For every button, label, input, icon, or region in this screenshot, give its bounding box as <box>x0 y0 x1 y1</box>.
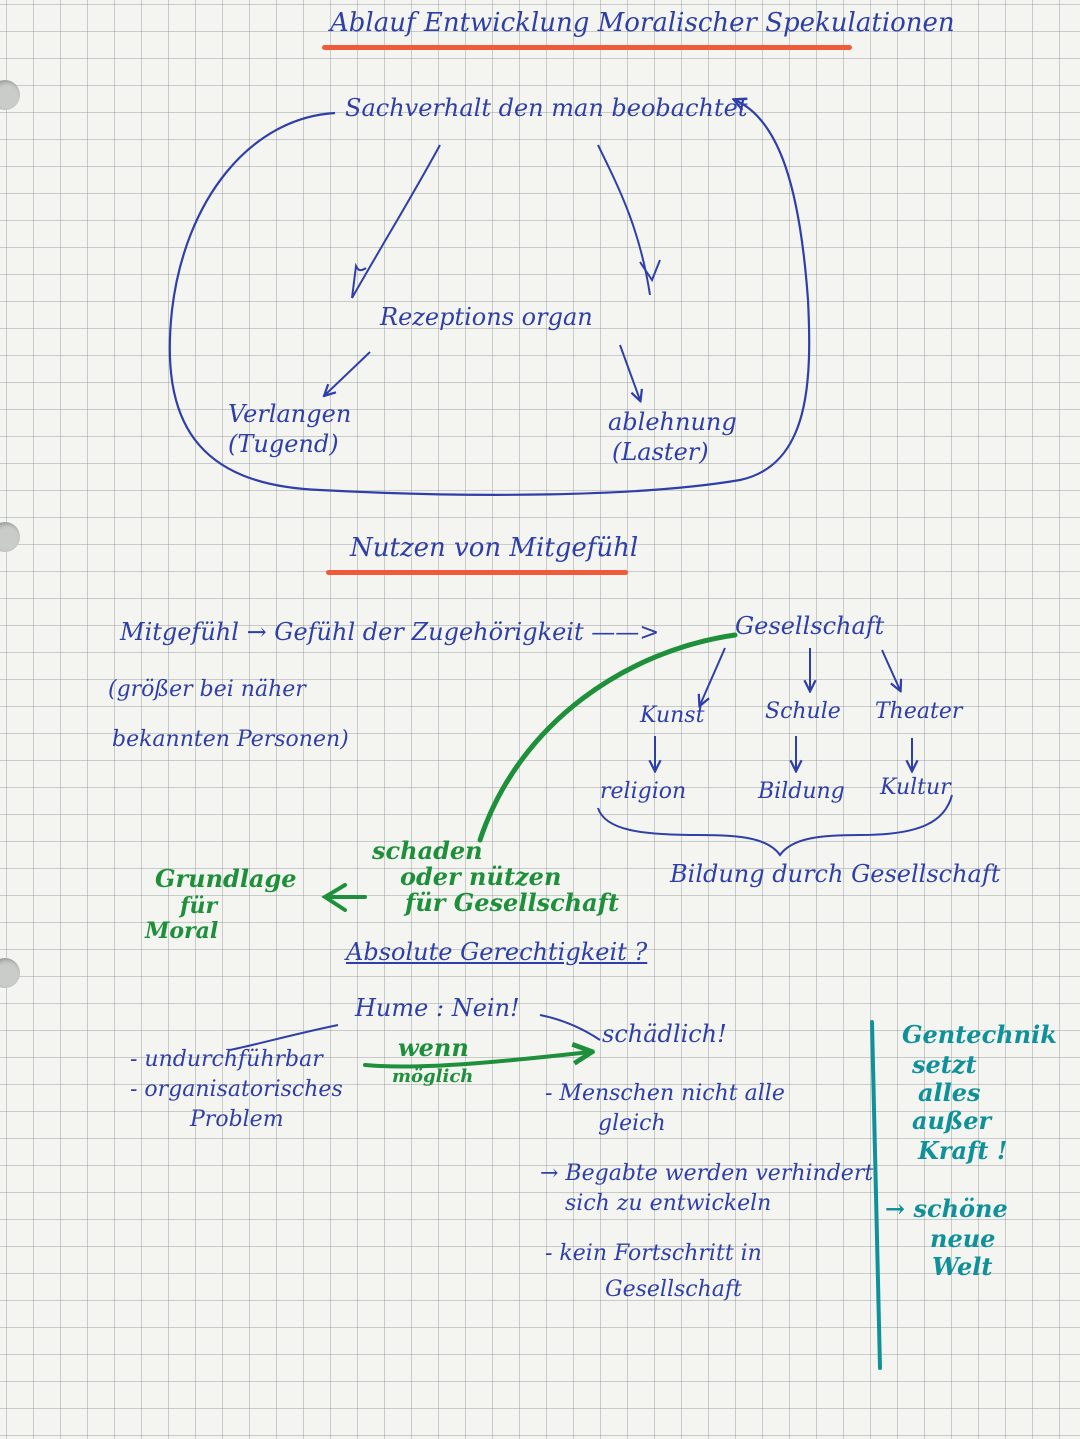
note-line1: (größer bei näher <box>108 677 306 702</box>
right-item-4: sich zu entwickeln <box>565 1191 772 1216</box>
side-note-5: Kraft ! <box>918 1136 1008 1165</box>
green-line3: für Gesellschaft <box>405 888 620 917</box>
branch-bildung: Bildung <box>758 779 845 804</box>
right-item-3: → Begabte werden verhindert <box>540 1161 874 1186</box>
green-arrow-wenn <box>363 1052 590 1069</box>
brace-label: Bildung durch Gesellschaft <box>670 860 1001 888</box>
hume-right-line <box>539 1014 601 1041</box>
branch-kultur: Kultur <box>880 775 951 800</box>
right-node: ablehnung <box>608 408 737 436</box>
branch-schule: Schule <box>765 699 841 724</box>
branch-kunst: Kunst <box>640 703 705 728</box>
section3-title: Absolute Gerechtigkeit ? <box>346 938 648 966</box>
branch-religion: religion <box>600 779 687 804</box>
left-item-2: - organisatorisches <box>130 1077 343 1102</box>
section1-title: Ablauf Entwicklung Moralischer Spekulati… <box>330 8 955 38</box>
side-note2-3: Welt <box>932 1252 993 1281</box>
left-node: Verlangen <box>228 400 352 428</box>
teal-divider <box>870 1020 882 1370</box>
note-line2: bekannten Personen) <box>112 727 349 752</box>
middle-node: Rezeptions organ <box>380 303 593 331</box>
side-note2-2: neue <box>930 1224 996 1253</box>
green-arc <box>477 632 738 843</box>
arrow-to-kunst <box>700 647 726 705</box>
side-note-4: außer <box>912 1106 992 1135</box>
basis-line2: für <box>180 893 218 919</box>
arrow-to-theater <box>881 649 900 690</box>
left-item-1: - undurchführbar <box>130 1047 323 1072</box>
right-item-6: Gesellschaft <box>605 1277 742 1302</box>
society-node: Gesellschaft <box>735 612 885 640</box>
title-underline <box>322 45 852 50</box>
left-sub: (Tugend) <box>228 430 339 458</box>
basis-line1: Grundlage <box>155 864 297 893</box>
hume-label: Hume : Nein! <box>355 994 520 1022</box>
cycle-loop <box>168 100 811 496</box>
right-sub: (Laster) <box>612 438 709 466</box>
right-item-2: gleich <box>598 1111 666 1136</box>
basis-line3: Moral <box>145 918 219 944</box>
green-arrow-basis <box>321 883 367 912</box>
side-note-2: setzt <box>912 1050 977 1079</box>
harmful-label: schädlich! <box>602 1020 727 1048</box>
right-item-1: - Menschen nicht alle <box>545 1081 785 1106</box>
title-underline <box>326 570 628 575</box>
green-line2: oder nützen <box>400 862 562 891</box>
chain-text: Mitgefühl → Gefühl der Zugehörigkeit ——> <box>120 618 660 646</box>
wenn-line2: möglich <box>392 1066 474 1087</box>
section2-title: Nutzen von Mitgefühl <box>350 533 639 563</box>
wenn-line1: wenn <box>398 1033 469 1062</box>
right-item-5: - kein Fortschritt in <box>545 1241 762 1266</box>
arrow-to-verlangen <box>325 351 371 395</box>
hume-left-line <box>229 1024 339 1051</box>
side-note2-1: → schöne <box>885 1194 1008 1223</box>
punch-hole <box>0 80 20 110</box>
punch-hole <box>0 958 20 988</box>
punch-hole <box>0 522 20 552</box>
side-note-1: Gentechnik <box>902 1020 1057 1049</box>
arrow-top-left <box>351 144 441 299</box>
branch-theater: Theater <box>875 699 963 724</box>
green-line1: schaden <box>372 836 483 865</box>
top-node: Sachverhalt den man beobachtet <box>345 94 748 122</box>
side-note-3: alles <box>918 1078 981 1107</box>
arrow-to-ablehnung <box>619 344 640 400</box>
left-item-3: Problem <box>190 1107 284 1132</box>
brace <box>597 794 953 857</box>
arrow-top-right <box>597 144 651 296</box>
